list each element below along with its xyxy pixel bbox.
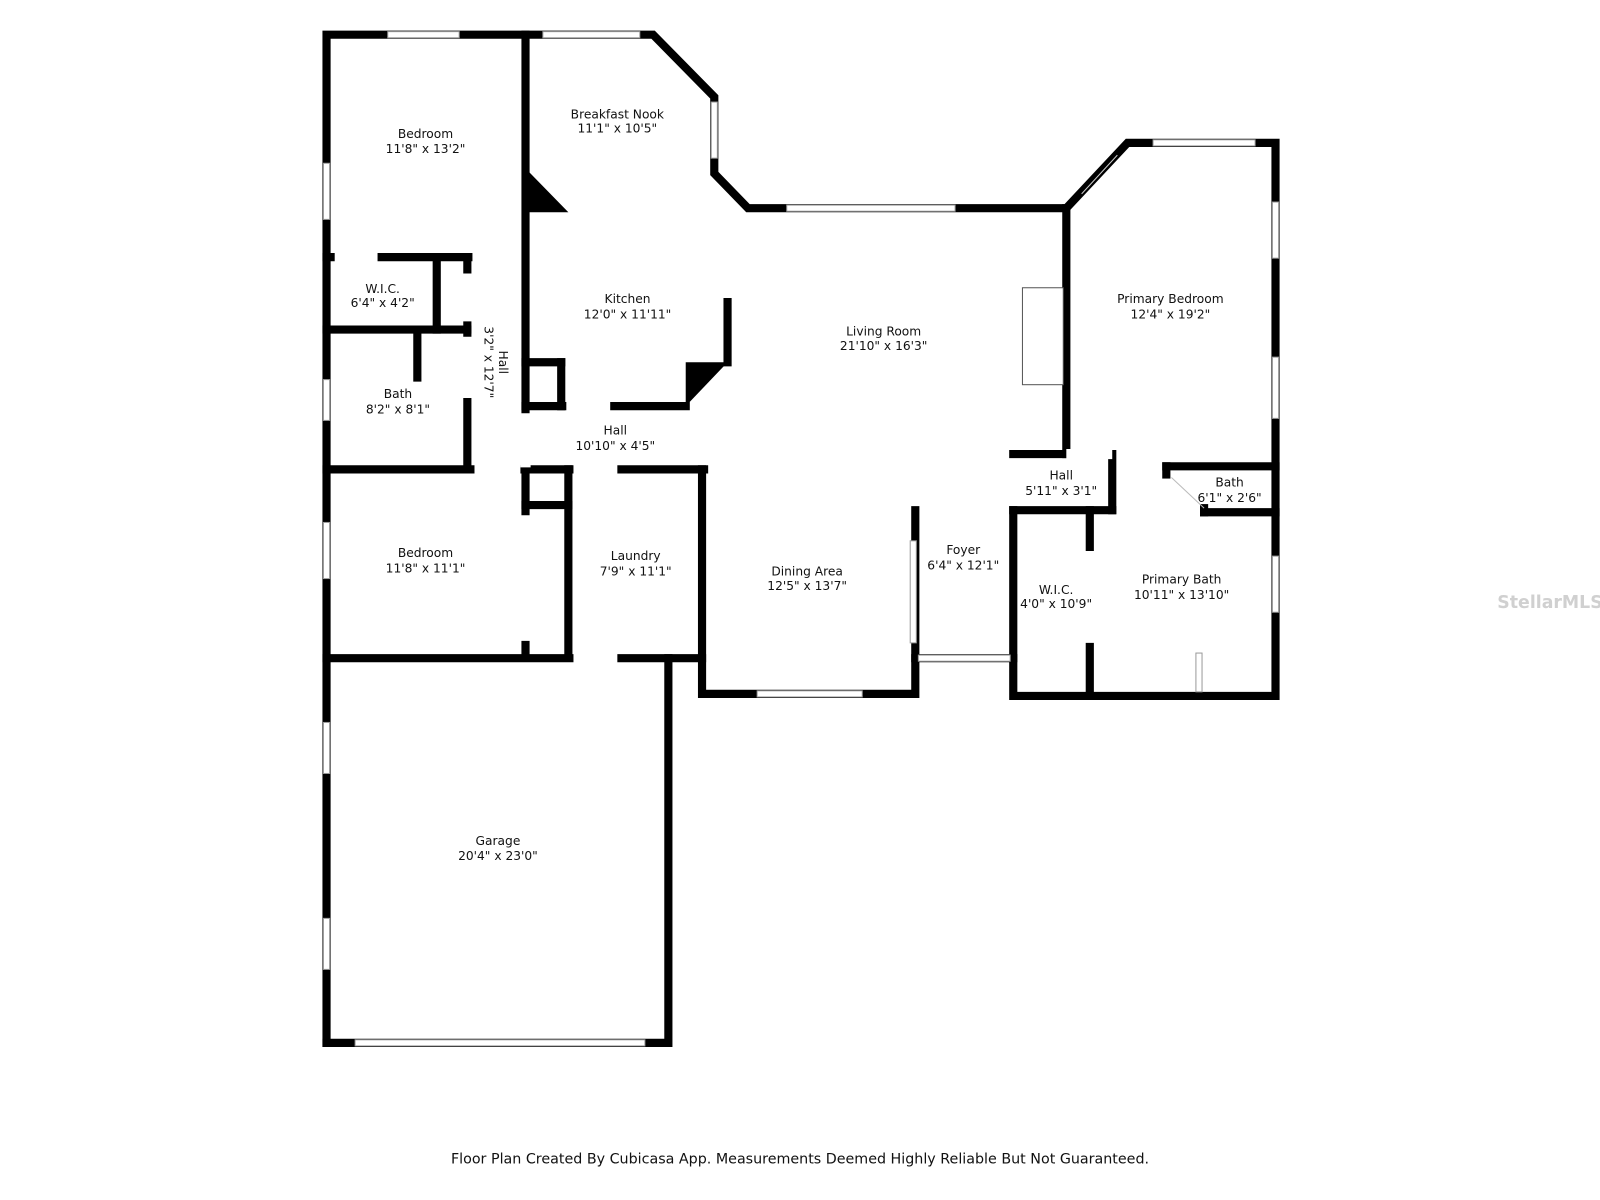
room-name: Hall [496, 350, 510, 374]
room-size: 6'4" x 12'1" [927, 558, 999, 572]
room-name: Primary Bedroom [1117, 292, 1224, 306]
room-name: Dining Area [771, 565, 843, 579]
room-labels: Bedroom 11'8" x 13'2" Breakfast Nook 11'… [351, 107, 1262, 863]
room-name: Bath [1215, 476, 1243, 490]
room-size: 8'2" x 8'1" [366, 402, 430, 416]
room-size: 11'8" x 11'1" [386, 561, 466, 575]
room-size: 21'10" x 16'3" [840, 339, 928, 353]
room-size: 10'11" x 13'10" [1134, 588, 1229, 602]
room-size: 3'2" x 12'7" [482, 326, 496, 398]
room-name: Primary Bath [1142, 573, 1222, 587]
room-name: Hall [604, 424, 628, 438]
room-name: Hall [1049, 469, 1073, 483]
room-name: Bedroom [398, 546, 453, 560]
room-name: W.I.C. [1039, 583, 1074, 597]
footer-disclaimer: Floor Plan Created By Cubicasa App. Meas… [451, 1151, 1149, 1167]
room-name: Garage [476, 834, 521, 848]
room-name: W.I.C. [365, 282, 400, 296]
room-size: 11'1" x 10'5" [577, 122, 657, 136]
room-size: 6'4" x 4'2" [351, 296, 415, 310]
room-size: 5'11" x 3'1" [1025, 484, 1097, 498]
room-size: 7'9" x 11'1" [600, 565, 672, 579]
walls [322, 30, 1280, 1047]
watermark: StellarMLS [1497, 593, 1600, 613]
fireplace [1021, 287, 1064, 386]
room-size: 10'10" x 4'5" [575, 439, 655, 453]
room-size: 20'4" x 23'0" [458, 849, 538, 863]
room-size: 12'0" x 11'11" [584, 307, 672, 321]
room-name: Bedroom [398, 127, 453, 141]
room-size: 12'4" x 19'2" [1131, 307, 1211, 321]
room-name: Kitchen [605, 292, 651, 306]
room-name: Living Room [846, 325, 921, 339]
room-size: 6'1" x 2'6" [1198, 491, 1262, 505]
room-size: 12'5" x 13'7" [767, 579, 847, 593]
room-name: Bath [384, 387, 412, 401]
room-name: Foyer [946, 543, 981, 557]
windows [322, 31, 1280, 1047]
room-size: 4'0" x 10'9" [1020, 597, 1092, 611]
room-name: Laundry [611, 549, 661, 563]
room-size: 11'8" x 13'2" [386, 142, 466, 156]
room-name: Breakfast Nook [571, 107, 665, 121]
